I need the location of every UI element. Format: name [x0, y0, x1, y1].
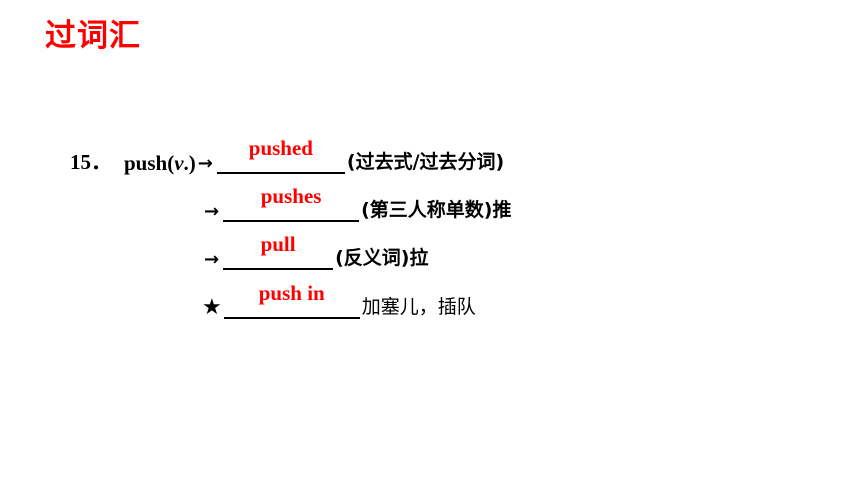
answer-text: pushed — [248, 136, 313, 160]
vocab-row-third-person: → pushes (第三人称单数)推 — [202, 184, 512, 224]
arrow-icon: → — [197, 153, 213, 174]
item-number: 15． — [70, 150, 112, 174]
star-icon: ★ — [202, 295, 222, 320]
pos-close: .) — [183, 151, 196, 175]
pos-open: ( — [167, 151, 175, 175]
part-of-speech: v — [174, 151, 184, 175]
phrase-meaning: 加塞儿，插队 — [361, 296, 476, 318]
headword: push — [124, 151, 168, 175]
answer-blank[interactable]: pushes — [223, 184, 360, 222]
arrow-icon: → — [204, 201, 220, 222]
answer-blank[interactable]: push in — [223, 281, 360, 319]
form-note: (反义词)拉 — [335, 247, 429, 269]
arrow-icon: → — [204, 249, 220, 270]
vocab-row-past: 15． push ( v .) → pushed (过去式/过去分词) — [70, 136, 505, 176]
section-heading: 过词汇 — [45, 18, 141, 54]
answer-text: pushes — [260, 184, 322, 208]
answer-blank[interactable]: pull — [223, 232, 334, 270]
answer-blank[interactable]: pushed — [216, 136, 345, 174]
vocab-row-phrase: ★ push in 加塞儿，插队 — [202, 281, 476, 321]
form-note: (过去式/过去分词) — [346, 151, 505, 173]
form-note: (第三人称单数)推 — [361, 199, 512, 221]
vocab-row-antonym: → pull (反义词)拉 — [202, 232, 429, 272]
answer-text: push in — [258, 281, 325, 305]
answer-text: pull — [260, 232, 296, 256]
